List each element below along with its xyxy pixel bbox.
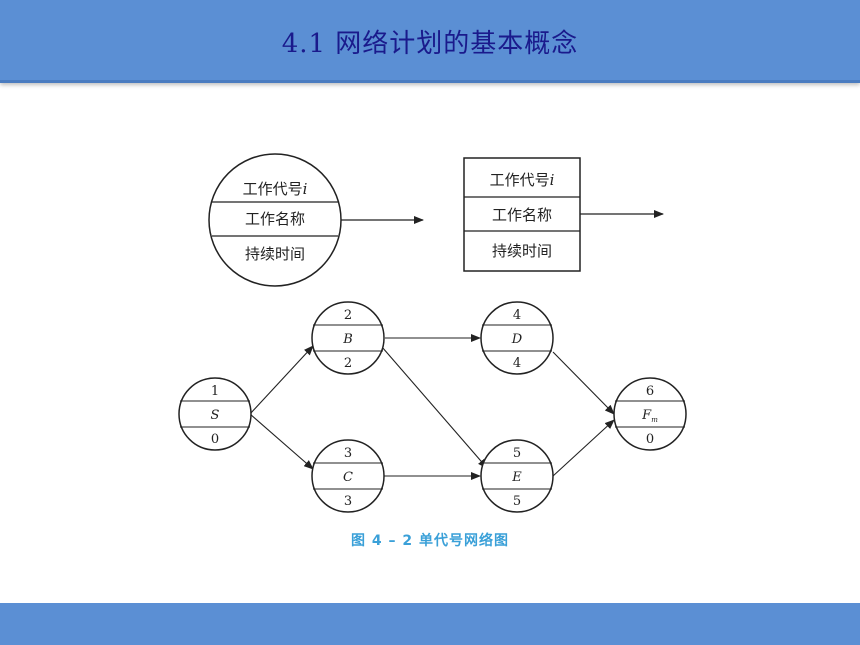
node-d-top: 4 — [513, 308, 521, 323]
legend-box-row2: 工作名称 — [492, 206, 552, 224]
node-fm-circle — [613, 377, 687, 451]
edge-b-e — [381, 346, 488, 469]
edge-s-b — [249, 345, 314, 415]
edge-e-fm — [552, 419, 615, 477]
node-d: 4 D 4 — [480, 301, 554, 375]
node-s-name: S — [211, 408, 220, 423]
node-fm: 6 Fm 0 — [613, 377, 687, 451]
node-d-circle — [480, 301, 554, 375]
legend-circle-row2: 工作名称 — [245, 210, 305, 228]
node-c: 3 C 3 — [311, 439, 385, 513]
edge-s-c — [249, 413, 314, 470]
node-s-circle — [178, 377, 252, 451]
footer-bar — [0, 603, 860, 645]
node-fm-name: Fm — [641, 408, 658, 424]
legend-circle-node: 工作代号i 工作名称 持续时间 — [208, 153, 342, 287]
node-c-top: 3 — [344, 446, 352, 461]
node-s-bottom: 0 — [211, 432, 219, 447]
node-e-circle — [480, 439, 554, 513]
legend-box-node: 工作代号i 工作名称 持续时间 — [463, 157, 581, 272]
node-d-bottom: 4 — [513, 356, 521, 371]
node-e-bottom: 5 — [513, 494, 521, 509]
node-c-circle — [311, 439, 385, 513]
node-fm-bottom: 0 — [646, 432, 654, 447]
legend-box-row1: 工作代号i — [490, 171, 555, 189]
slide-title: 4.1 网络计划的基本概念 — [281, 29, 579, 59]
legend-circle-row1: 工作代号i — [243, 180, 308, 198]
node-s-top: 1 — [211, 384, 219, 399]
node-b-top: 2 — [344, 308, 352, 323]
node-c-name: C — [343, 470, 353, 485]
legend-circle-row3: 持续时间 — [245, 245, 305, 263]
node-b-bottom: 2 — [344, 356, 352, 371]
node-b-name: B — [342, 332, 353, 347]
node-fm-top: 6 — [646, 384, 654, 399]
edge-d-fm — [552, 351, 615, 415]
node-e: 5 E 5 — [480, 439, 554, 513]
node-s: 1 S 0 — [178, 377, 252, 451]
figure-caption: 图 4 – 2 单代号网络图 — [351, 533, 509, 549]
node-b-circle — [311, 301, 385, 375]
node-b: 2 B 2 — [311, 301, 385, 375]
header-bar — [0, 0, 860, 83]
node-c-bottom: 3 — [344, 494, 352, 509]
node-e-top: 5 — [513, 446, 521, 461]
legend-box-row3: 持续时间 — [492, 242, 552, 260]
node-d-name: D — [511, 332, 523, 347]
node-e-name: E — [511, 470, 522, 485]
